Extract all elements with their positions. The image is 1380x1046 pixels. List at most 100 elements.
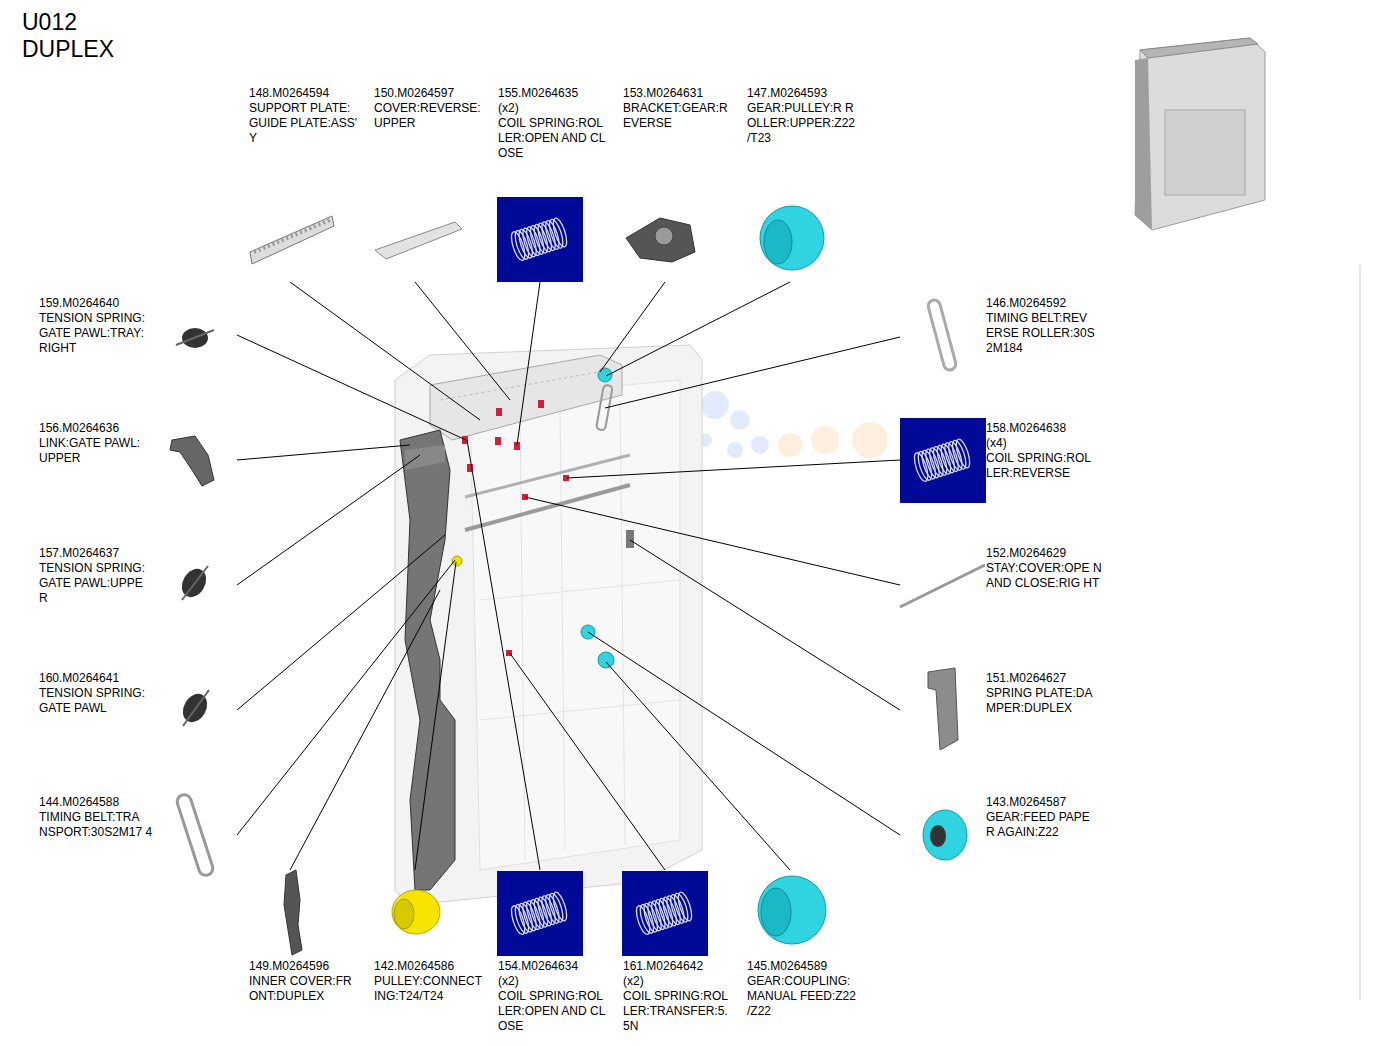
leader-line [606,662,790,870]
gear-icon [923,810,967,860]
leader-line [290,590,440,870]
spring-hook [182,566,208,600]
spring-marker [496,408,502,416]
leader-line [600,282,665,372]
timing-belt-part [596,385,613,431]
gear-hole [930,825,946,847]
gear-icon [760,206,824,270]
gear-part [598,368,612,382]
bubble [701,391,729,419]
part-number: 148.M0264594 [249,86,379,101]
unit-back-panel [470,380,680,870]
gate-pawl-link [405,445,445,470]
bubble [727,442,743,458]
part-description: TENSION SPRING: GATE PAWL:UPPE R [39,561,149,606]
part-description: TENSION SPRING: GATE PAWL:TRAY: RIGHT [39,311,155,356]
leader-line [567,460,900,478]
gear-icon [758,876,826,944]
spring-marker [538,400,544,408]
leader-line [237,560,455,835]
bubble [811,426,839,454]
part-number: 144.M0264588 [39,795,169,810]
front-inner-cover [400,430,455,890]
pulley-face [394,899,414,929]
bubble [730,410,750,430]
pulley-part [452,556,462,566]
leader-line [606,282,790,376]
part-number: 142.M0264586 [374,959,504,974]
support-plate-icon [250,216,334,264]
link-icon [170,436,214,486]
part-number: 147.M0264593 [747,86,877,101]
leader-line [237,335,466,440]
part-description: BRACKET:GEAR:R EVERSE [623,101,739,131]
part-number: 149.M0264596 [249,959,379,974]
leader-line [605,337,900,408]
quantity: (x4) [986,436,1046,451]
part-description: GEAR:COUPLING: MANUAL FEED:Z22 /Z22 [747,974,863,1019]
coil-spring-icon [497,871,583,956]
part-number: 154.M0264634 [498,959,628,974]
unit-thumbnail [1135,38,1265,230]
bracket-gear-icon [626,218,695,262]
part-number: 161.M0264642 [623,959,753,974]
stay-icon [900,565,985,607]
gear-face [764,220,792,264]
leader-line [415,282,510,400]
part-description: PULLEY:CONNECT ING:T24/T24 [374,974,490,1004]
part-description: COIL SPRING:ROL LER:OPEN AND CL OSE [498,116,614,161]
part-description: STAY:COVER:OPE N AND CLOSE:RIG HT [986,561,1102,591]
timing-belt-icon [927,299,957,372]
bubble [751,436,769,454]
part-number: 157.M0264637 [39,546,169,561]
part-description: GEAR:PULLEY:R R OLLER:UPPER:Z22 /T23 [747,101,869,146]
part-description: COIL SPRING:ROL LER:REVERSE [986,451,1102,481]
support-plate-teeth [254,220,330,252]
cover-reverse-icon [375,222,462,259]
spring-plate-part [626,530,634,548]
bubble [778,433,802,457]
part-number: 160.M0264641 [39,671,169,686]
part-description: TIMING BELT:TRA NSPORT:30S2M17 4 [39,810,155,840]
page-rule [1360,265,1361,1000]
leader-line [467,440,540,870]
coil-spring-icon [497,197,583,282]
bracket-gear-hub [655,227,673,245]
pulley-icon [392,890,440,934]
part-number: 152.M0264629 [986,546,1116,561]
leader-line [525,497,900,585]
leader-line [237,445,410,460]
leader-line [630,540,900,710]
leader-line [588,632,900,835]
timing-belt-icon [175,793,214,877]
inner-cover-icon [284,870,302,955]
leader-line [509,652,665,870]
tension-spring-icon [178,690,212,727]
unit-top-assembly [430,355,622,440]
part-number: 153.M0264631 [623,86,753,101]
part-number: 158.M0264638 [986,421,1116,436]
coil-spring-icon [900,418,986,503]
quantity: (x2) [498,101,558,116]
spring-hook [183,690,209,726]
spring-plate-icon [928,668,958,750]
leader-line [237,535,445,710]
panel-line [480,580,680,600]
part-description: COIL SPRING:ROL LER:OPEN AND CL OSE [498,989,614,1034]
panel-line [480,700,680,720]
leader-line [517,282,540,445]
part-description: COIL SPRING:ROL LER:TRANSFER:5. 5N [623,989,739,1034]
part-description: SUPPORT PLATE: GUIDE PLATE:ASS' Y [249,101,365,146]
leader-line [290,282,480,420]
thumbnail-side [1135,58,1152,230]
part-number: 156.M0264636 [39,421,169,436]
bubble [852,422,888,458]
watermark-bubbles [698,391,888,458]
thumbnail-body [1135,38,1265,230]
spring-marker [495,437,501,445]
leader-lines [237,282,900,870]
panel-line [520,420,525,860]
leader-line [237,455,420,585]
